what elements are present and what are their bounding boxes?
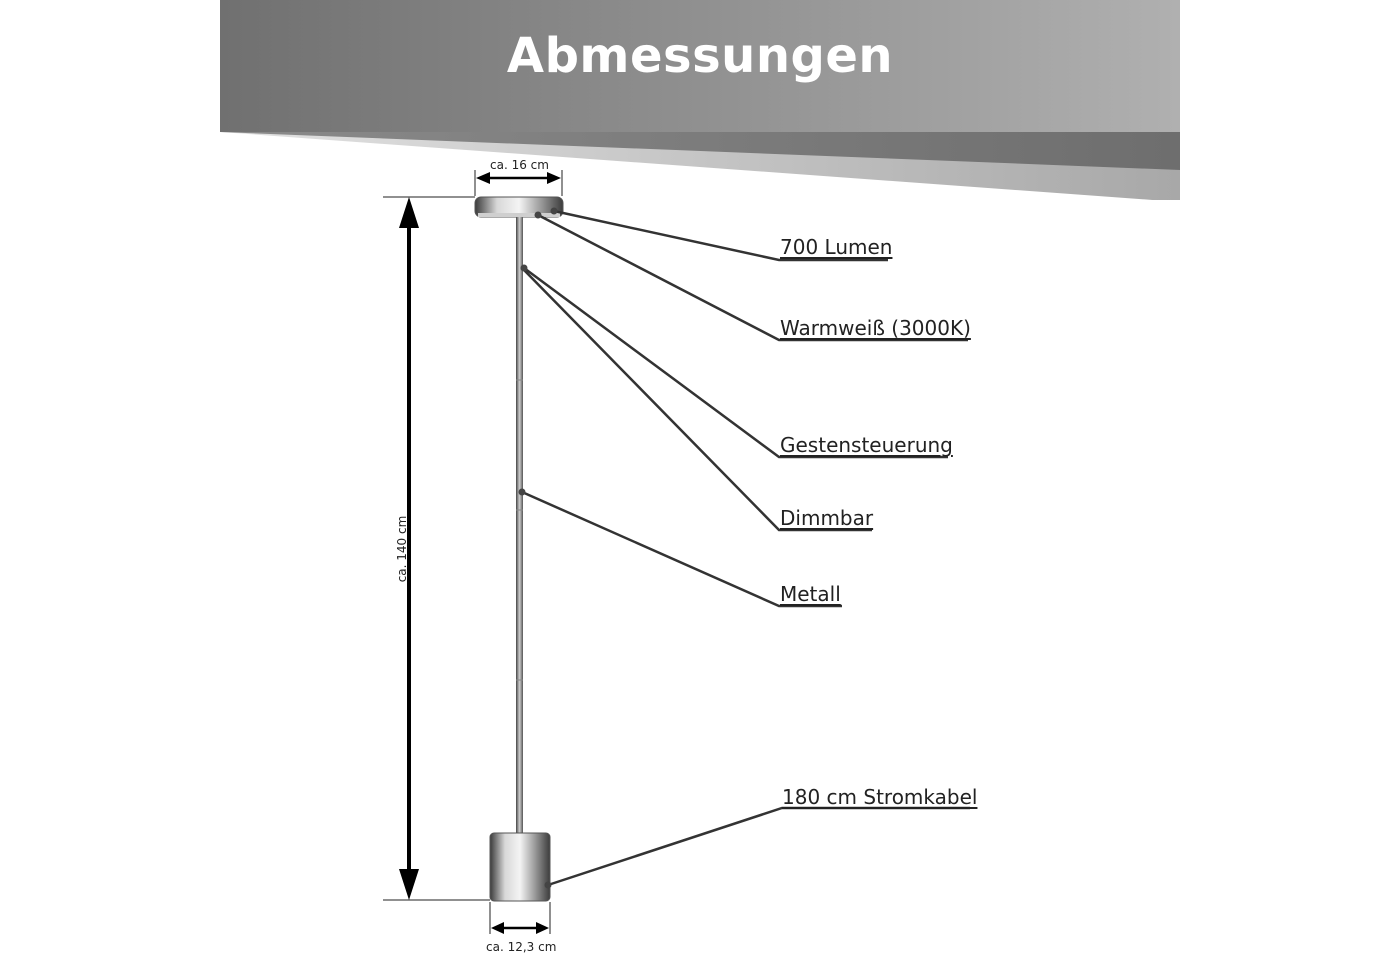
leader-line-cable bbox=[547, 806, 970, 887]
feature-label-dimmable: Dimmbar bbox=[780, 506, 874, 530]
marker-dot-material bbox=[518, 488, 526, 496]
marker-dot-color bbox=[534, 211, 542, 219]
feature-label-lumen: 700 Lumen bbox=[780, 235, 893, 259]
lamp-pole bbox=[516, 217, 523, 837]
header-banner bbox=[220, 0, 1180, 200]
leader-lines bbox=[521, 209, 970, 887]
top-width-dimension-arrow bbox=[474, 170, 563, 196]
marker-dot-cable bbox=[544, 881, 552, 889]
leader-line-color bbox=[537, 213, 968, 342]
marker-dot-gesture bbox=[520, 264, 528, 272]
lamp-base bbox=[489, 832, 551, 902]
leader-line-dimmable bbox=[523, 269, 872, 532]
height-label: ca. 140 cm bbox=[395, 515, 409, 583]
feature-label-gesture: Gestensteuerung bbox=[780, 433, 953, 457]
marker-dot-lumen bbox=[550, 207, 558, 215]
page-title: Abmessungen bbox=[506, 28, 894, 84]
leader-line-lumen bbox=[553, 209, 888, 262]
feature-label-color: Warmweiß (3000K) bbox=[780, 316, 971, 340]
feature-label-material: Metall bbox=[780, 582, 841, 606]
leader-line-gesture bbox=[523, 266, 948, 459]
top-width-label: ca. 16 cm bbox=[490, 158, 549, 172]
base-width-dimension-arrow bbox=[489, 902, 551, 934]
lamp-head bbox=[474, 196, 564, 218]
leader-line-material bbox=[521, 490, 842, 608]
height-dimension-arrow bbox=[383, 196, 490, 901]
base-width-label: ca. 12,3 cm bbox=[486, 940, 557, 954]
feature-label-cable: 180 cm Stromkabel bbox=[782, 785, 978, 809]
